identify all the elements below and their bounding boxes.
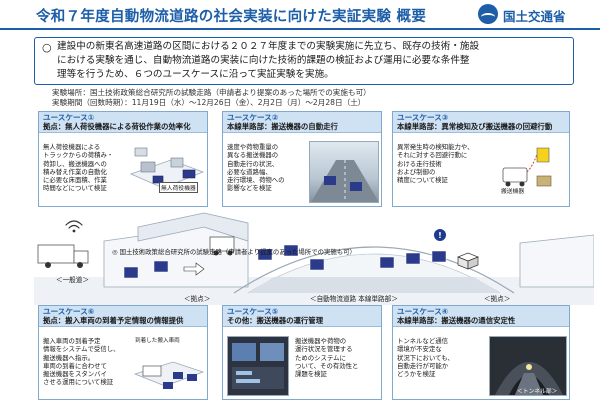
use-case-3-photo-label: 搬送機器 xyxy=(501,189,525,195)
use-case-5-title: ユースケース⑤ xyxy=(227,307,279,316)
use-case-5-line: 運行状況を管理する xyxy=(295,345,353,354)
use-case-6-title: ユースケース⑥ xyxy=(43,307,95,316)
label-hub-right: ＜拠点＞ xyxy=(484,295,511,303)
summary-line-2: における実験を通じ、自動物流道路の実装に向けた技術的課題の検証および運用に必要な… xyxy=(57,55,470,66)
use-case-6-illustration xyxy=(133,361,205,389)
use-case-5-subtitle: その他：搬送機器の運行管理 xyxy=(227,316,324,325)
use-case-1: ユースケース① 拠点：無人荷役機器による荷役作業の効率化 無人荷役機器による ト… xyxy=(38,111,208,207)
use-case-4-line: どうかを検証 xyxy=(397,370,436,379)
use-case-1-line: 積み替え作業の自動化 xyxy=(43,167,107,176)
summary-line-1: 建設中の新東名高速道路の区間における２０２７年度までの実験実施に先立ち、既存の技… xyxy=(57,41,480,52)
use-case-5-line: ついて、その有効性と xyxy=(295,361,359,370)
use-case-6-subtitle: 拠点：搬入車両の到着予定情報の情報提供 xyxy=(43,316,184,325)
use-case-4-line: 状況下においても、 xyxy=(397,353,454,362)
use-case-6-line: させる運用について検証 xyxy=(43,378,114,387)
use-case-2: ユースケース② 本線単路部：搬送機器の自動走行 速度や荷物重量の 異なる搬送機器… xyxy=(222,111,382,207)
use-case-1-header: ユースケース① 拠点：無人荷役機器による荷役作業の効率化 xyxy=(39,112,207,133)
use-case-3-line: それに対する回避行動に xyxy=(397,151,468,160)
use-case-4-line: 自動走行が可能か xyxy=(397,361,449,370)
use-case-5-body: 搬送機器や荷物の 運行状況を管理する ためのシステムに ついて、その有効性と 課… xyxy=(295,337,358,378)
experiment-location: 実験場所：国土技術政策総合研究所の試験走路（申請者より提案のあった場所での実施も… xyxy=(52,88,371,97)
use-case-2-header: ユースケース② 本線単路部：搬送機器の自動走行 xyxy=(223,112,381,133)
use-case-4-subtitle: 本線単路部：搬送機器の通信安定性 xyxy=(397,316,516,325)
use-case-6-line: 搬入車両の到着予定 xyxy=(43,337,101,345)
use-case-6-line: 搬送機器をスタンバイ xyxy=(43,370,107,379)
page-title: 令和７年度自動物流道路の社会実装に向けた実証実験 概要 xyxy=(36,9,427,25)
use-case-3-body: 異常発生時の検知能力や、 それに対する回避行動に おける走行技術 および制御の … xyxy=(397,143,474,184)
mlit-logo-text: 国土交通省 xyxy=(503,9,566,24)
use-case-4-line: 環境が不安定な xyxy=(397,345,442,354)
experiment-period: 実験期間（回数時期）：11月19日（水）～12月26日（金）、2月2日（月）～2… xyxy=(52,97,366,107)
use-case-3-line: 精度について検証 xyxy=(397,176,448,185)
scene-illustration: ! xyxy=(34,212,594,305)
use-case-1-line: 荷卸し、搬送機器への xyxy=(43,159,107,168)
use-case-2-subtitle: 本線単路部：搬送機器の自動走行 xyxy=(227,122,338,131)
use-case-4-title: ユースケース④ xyxy=(397,307,449,316)
use-case-6-header: ユースケース⑥ 拠点：搬入車両の到着予定情報の情報提供 xyxy=(39,306,207,327)
use-case-3-title: ユースケース③ xyxy=(397,113,449,122)
use-case-2-body: 速度や荷物重量の 異なる搬送機器の 自動走行の状況、 必要な道路幅、 走行環境、… xyxy=(227,143,285,193)
label-general-road: ＜一般道＞ xyxy=(56,276,89,284)
label-main-line: ＜自動物流道路 本線単路部＞ xyxy=(310,295,398,303)
use-case-1-line: 時間などについて検証 xyxy=(43,184,107,193)
use-case-4-line: トンネルなど通信 xyxy=(397,337,448,345)
use-case-1-subtitle: 拠点：無人荷役機器による荷役作業の効率化 xyxy=(43,122,191,131)
use-case-5-header: ユースケース⑤ その他：搬送機器の運行管理 xyxy=(223,306,381,327)
use-case-2-line: 走行環境、荷物への xyxy=(227,176,285,185)
tunnel-illustration xyxy=(495,362,563,395)
use-case-4-body: トンネルなど通信 環境が不安定な 状況下においても、 自動走行が可能か どうかを… xyxy=(397,337,454,378)
use-case-1-illustration xyxy=(129,147,205,189)
use-case-5-line: ためのシステムに xyxy=(295,353,346,362)
use-case-6-line: 搬送機器へ指示。 xyxy=(43,353,95,362)
use-case-3-line: 異常発生時の検知能力や、 xyxy=(397,143,474,151)
use-case-6-body: 搬入車両の到着予定 情報をシステムで受信し、 搬送機器へ指示。 車両の到着に合わ… xyxy=(43,337,120,387)
use-case-1-title: ユースケース① xyxy=(43,113,95,122)
logistics-road-scene: ! ＜一般道＞ ＜拠点＞ ＜自動物流道路 本線単路部＞ ＜拠点＞ ◎ 国土技術政… xyxy=(34,207,594,305)
operations-screen-illustration xyxy=(232,343,284,389)
summary-line-3: 理等を行うため、６つのユースケースに沿って実証実験を実施。 xyxy=(57,69,334,80)
use-case-3-subtitle: 本線単路部：異常検知及び搬送機器の回避行動 xyxy=(397,122,553,131)
use-case-3: ユースケース③ 本線単路部：異常検知及び搬送機器の回避行動 異常発生時の検知能力… xyxy=(392,111,570,207)
use-case-2-line: 影響などを検証 xyxy=(227,184,272,193)
use-case-4-header: ユースケース④ 本線単路部：搬送機器の通信安定性 xyxy=(393,306,569,327)
page-header: 令和７年度自動物流道路の社会実装に向けた実証実験 概要 国土交通省 xyxy=(0,0,600,30)
use-case-1-line: に必要な床面積、作業 xyxy=(43,176,107,185)
mlit-emblem-icon xyxy=(478,4,498,24)
use-case-5-line: 課題を検証 xyxy=(295,370,327,379)
use-case-3-header: ユースケース③ 本線単路部：異常検知及び搬送機器の回避行動 xyxy=(393,112,569,133)
use-case-1-photo-label: 無人荷役機器 xyxy=(159,182,198,193)
use-case-3-line: おける走行技術 xyxy=(397,159,442,168)
use-case-1-body: 無人荷役機器による トラックからの荷積み・ 荷卸し、搬送機器への 積み替え作業の… xyxy=(43,143,113,193)
use-case-1-line: 無人荷役機器による xyxy=(43,143,101,151)
use-case-4-photo-label: ＜トンネル部＞ xyxy=(517,389,558,395)
road-track-illustration xyxy=(311,160,378,202)
use-case-6-line: 情報をシステムで受信し、 xyxy=(43,345,120,354)
use-case-2-title: ユースケース② xyxy=(227,113,279,122)
mlit-logo: 国土交通省 xyxy=(478,4,594,26)
use-case-5-line: 搬送機器や荷物の xyxy=(295,337,347,345)
use-case-2-line: 速度や荷物重量の xyxy=(227,143,279,151)
use-case-1-line: トラックからの荷積み・ xyxy=(43,151,114,160)
label-hub-left: ＜拠点＞ xyxy=(184,295,211,303)
use-case-6-photo-label: 到着した搬入車両 xyxy=(135,338,180,344)
svg-text:!: ! xyxy=(438,231,442,240)
use-case-2-line: 異なる搬送機器の xyxy=(227,151,279,160)
use-case-5-photo xyxy=(227,336,289,396)
use-case-2-line: 自動走行の状況、 xyxy=(227,159,279,168)
use-case-3-illustration xyxy=(502,147,552,187)
test-track-note: ◎ 国土技術政策総合研究所の試験走路（申請者より提案のあった場所での実施も可） xyxy=(112,248,356,256)
use-case-4: ユースケース④ 本線単路部：搬送機器の通信安定性 トンネルなど通信 環境が不安定… xyxy=(392,305,570,400)
use-case-3-line: および制御の xyxy=(397,167,436,176)
use-case-4-photo xyxy=(489,336,567,396)
use-case-6: ユースケース⑥ 拠点：搬入車両の到着予定情報の情報提供 搬入車両の到着予定 情報… xyxy=(38,305,208,400)
experiment-info: 実験場所：国土技術政策総合研究所の試験走路（申請者より提案のあった場所での実施も… xyxy=(52,88,371,107)
use-case-2-line: 必要な道路幅、 xyxy=(227,167,272,176)
use-case-6-line: 車両の到着に合わせて xyxy=(43,361,107,370)
summary-bullet: ○ xyxy=(42,41,52,54)
use-case-2-photo xyxy=(309,141,379,203)
summary-box: ○ 建設中の新東名高速道路の区間における２０２７年度までの実験実施に先立ち、既存… xyxy=(34,37,574,85)
use-case-5: ユースケース⑤ その他：搬送機器の運行管理 搬送機器や荷物の 運行状況を管理する… xyxy=(222,305,382,400)
